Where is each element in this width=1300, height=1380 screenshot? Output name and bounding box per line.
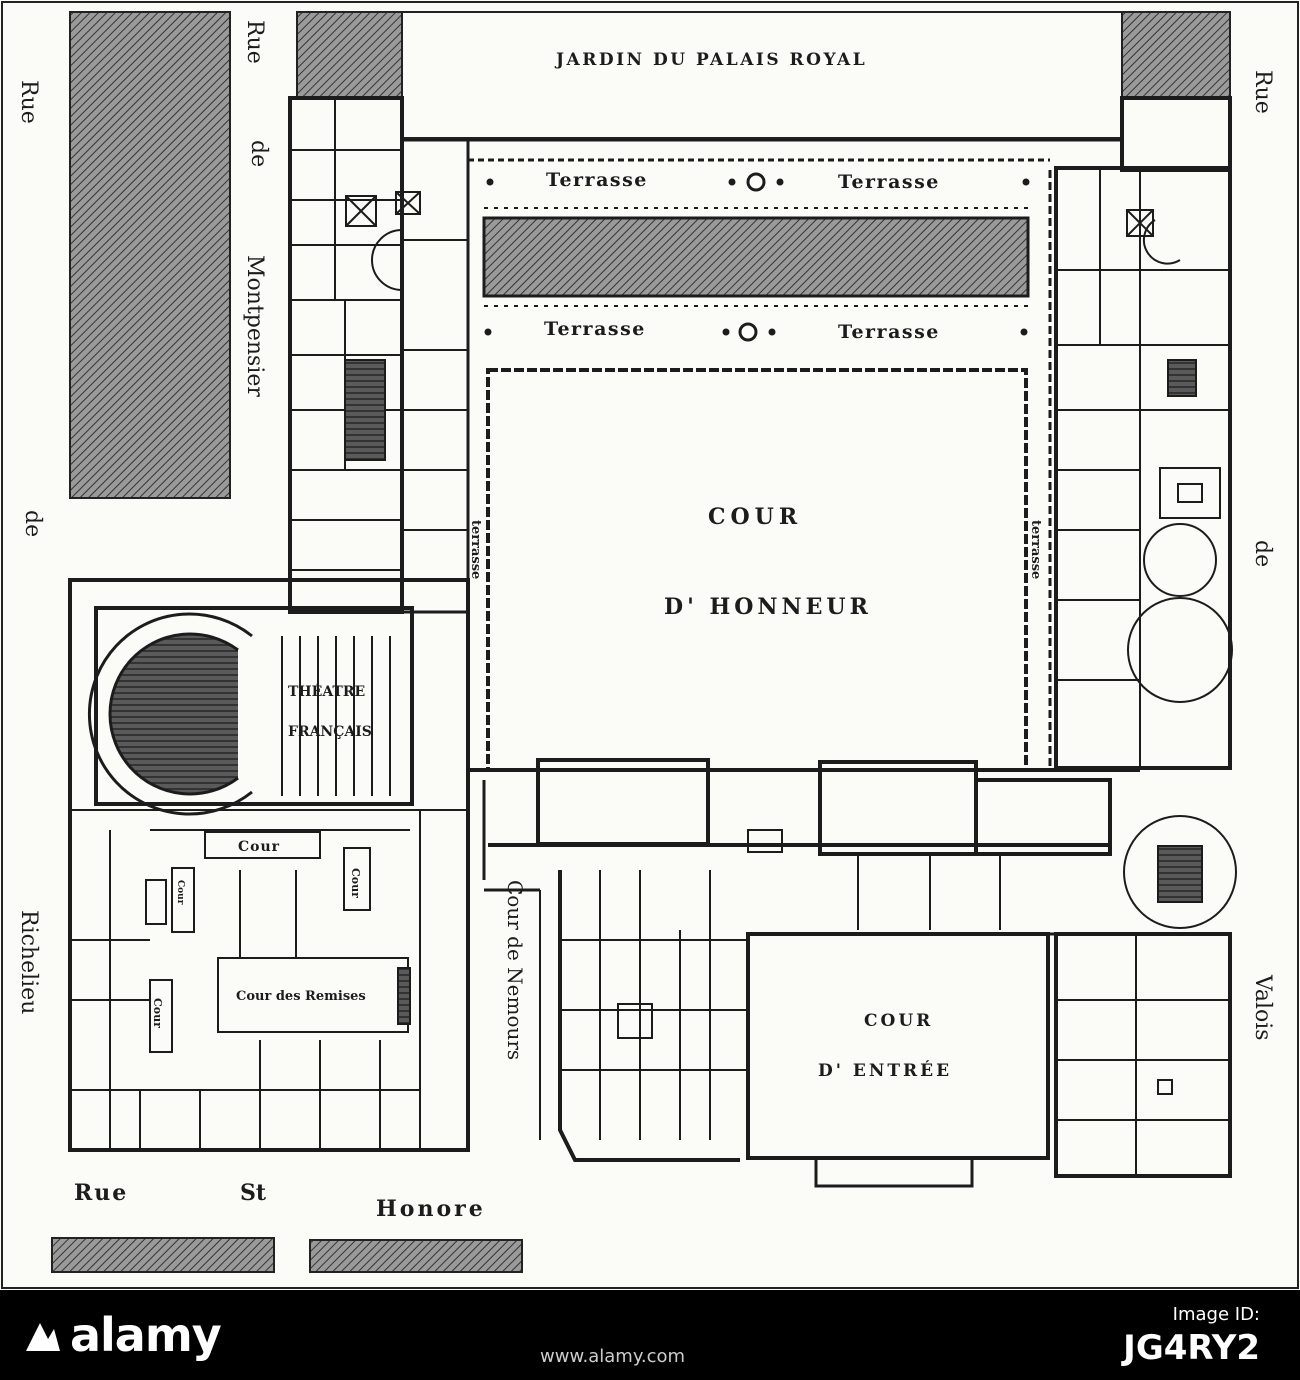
terrasse-label-bottom-left: Terrasse [544, 318, 646, 340]
street-labels: Rue de Richelieu Rue de Montpensier Rue … [16, 20, 1275, 1222]
rue-richelieu-word-richelieu: Richelieu [16, 910, 41, 1014]
rue-st-honore-word-st: St [240, 1180, 267, 1206]
cour-honneur-label-line1: COUR [708, 504, 802, 530]
rue-st-honore-word-rue: Rue [74, 1180, 128, 1206]
image-id-value: JG4RY2 [1123, 1327, 1260, 1368]
alamy-url: www.alamy.com [540, 1346, 686, 1367]
theatre-label-line1: THÉATRE [288, 682, 365, 700]
image-id-label: Image ID: [1172, 1304, 1260, 1325]
floor-plan-map: Rue de Richelieu Rue de Montpensier Rue … [0, 0, 1300, 1290]
rue-st-honore-word-honore: Honore [376, 1196, 486, 1222]
cour-label-vertical-small: Cour [175, 880, 185, 905]
terrasse-label-east-vertical: terrasse [1028, 520, 1043, 579]
rue-richelieu-word-rue: Rue [16, 80, 41, 124]
jardin-label: JARDIN DU PALAIS ROYAL [554, 50, 867, 70]
cour-entree-label-line1: COUR [864, 1011, 933, 1031]
terrasse-label-bottom-right: Terrasse [838, 321, 940, 343]
cour-label-vertical-right: Cour [349, 868, 362, 898]
block-west [69, 11, 231, 499]
cour-des-remises-label: Cour des Remises [236, 989, 366, 1004]
cour-entree-label-line2: D' ENTRÉE [818, 1060, 952, 1081]
east-wing [1054, 96, 1233, 770]
west-wing [288, 96, 470, 614]
cour-label-vertical-left: Cour [151, 998, 164, 1028]
rue-valois-word-valois: Valois [1250, 974, 1275, 1041]
rue-valois-word-de: de [1250, 540, 1275, 567]
rue-montpensier-word-montpensier: Montpensier [242, 255, 267, 397]
watermark-bar: alamy www.alamy.com Image ID: JG4RY2 [0, 1290, 1300, 1380]
theatre-label-line2: FRANÇAIS [288, 724, 372, 740]
image-id-block: Image ID: JG4RY2 [1123, 1304, 1260, 1369]
rue-valois-word-rue: Rue [1250, 70, 1275, 114]
cour-label-horizontal: Cour [238, 839, 280, 855]
cour-honneur-label-line2: D' HONNEUR [664, 594, 872, 620]
block-south-1 [51, 1237, 275, 1273]
terrasse-label-west-vertical: terrasse [468, 520, 483, 579]
block-south-2 [309, 1239, 523, 1273]
jardin-area [401, 11, 1123, 139]
terrasse-band [402, 138, 1122, 342]
area-labels: JARDIN DU PALAIS ROYAL Terrasse Terrasse… [151, 50, 1043, 1081]
rue-montpensier-word-de: de [246, 140, 271, 167]
cour-de-nemours-label: Cour de Nemours [503, 880, 527, 1060]
map-border [1, 1, 1299, 1289]
theatre-block [68, 578, 470, 1152]
palais-royal-plan: Rue de Richelieu Rue de Montpensier Rue … [1, 1, 1299, 1289]
terrasse-label-top-left: Terrasse [546, 169, 648, 191]
rue-richelieu-word-de: de [20, 510, 45, 537]
alamy-logo: alamy [22, 1308, 222, 1362]
rue-montpensier-word-rue: Rue [242, 20, 267, 64]
alamy-logo-icon [26, 1323, 60, 1351]
block-northwest [296, 11, 403, 99]
terrasse-label-top-right: Terrasse [838, 171, 940, 193]
cour-honneur-area [486, 368, 1028, 772]
block-northeast [1121, 11, 1231, 99]
south-central-wing [468, 758, 1237, 1188]
alamy-logo-text: alamy [70, 1308, 222, 1362]
